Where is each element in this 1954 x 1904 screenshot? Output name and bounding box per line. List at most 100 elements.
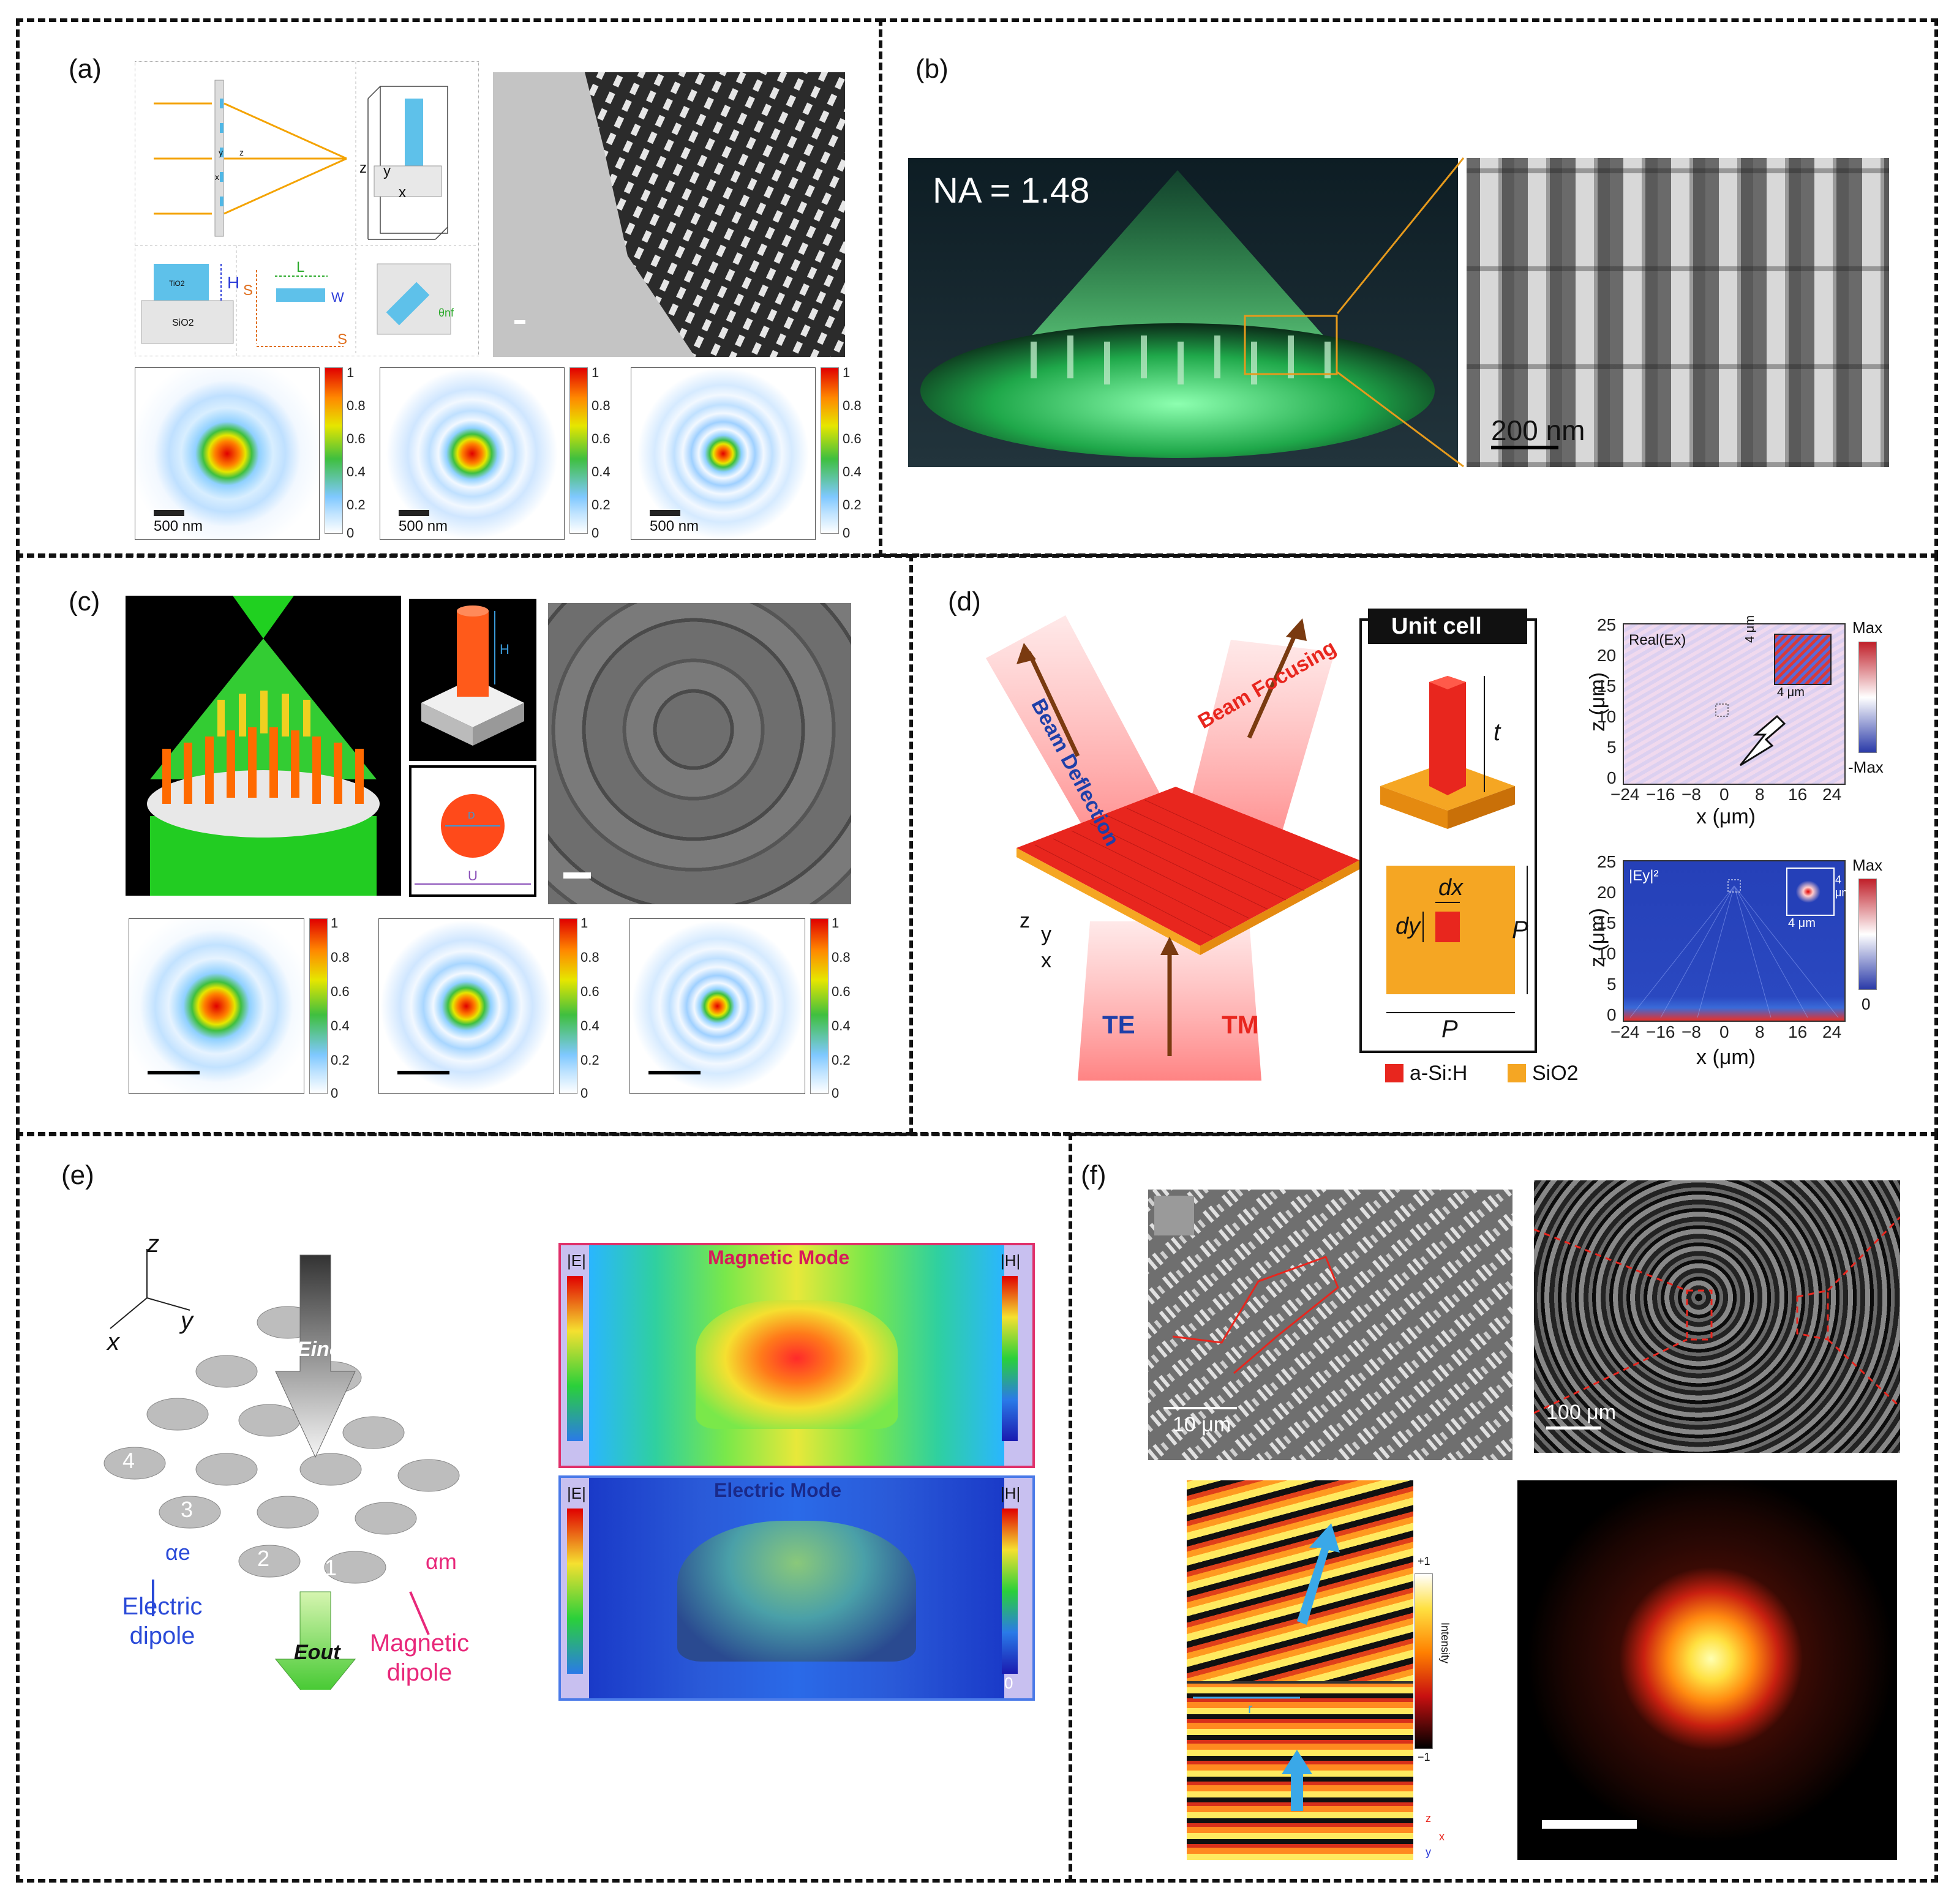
d-plot1-xlabel: x (μm) [1696, 805, 1756, 828]
f-scalebar [1542, 1820, 1637, 1829]
e-axis-x: x [107, 1329, 119, 1355]
panel-a-psf-map-1: 500 nm [135, 367, 320, 540]
c-colorbar-2 [559, 918, 577, 1094]
f-axis-x: x [1439, 1831, 1445, 1843]
a-colorbar-2 [569, 367, 588, 534]
panel-c-pillar-3d: H [409, 599, 536, 761]
e-num-4: 4 [122, 1448, 135, 1473]
a-s2-label: S [337, 331, 348, 348]
d-plot1-title: Real(Ex) [1629, 632, 1686, 648]
f-axis-z: z [1426, 1812, 1431, 1824]
d-plot2-colorbar [1858, 879, 1877, 990]
a-w-label: W [331, 290, 344, 305]
d-dy-label: dy [1396, 913, 1421, 939]
a-s1-label: S [243, 282, 254, 299]
a-y-label: y [219, 148, 223, 157]
a-theta-label: θnf [438, 307, 454, 319]
a-axx-label: x [399, 184, 406, 201]
c-colorbar-1 [309, 918, 328, 1094]
d-plot1: Real(Ex) 4 μm 4 μm [1623, 615, 1846, 785]
panel-c-psf-map-2 [378, 918, 554, 1094]
panel-d-label: (d) [948, 587, 981, 617]
f-field-map: r [1187, 1480, 1413, 1860]
panel-a-psf-map-2: 500 nm [380, 367, 565, 540]
panel-a-psf-map-3: 500 nm [631, 367, 816, 540]
c-u-label: U [468, 868, 478, 883]
e-magnetic-mode-map: Magnetic Mode |E| |H| [558, 1243, 1035, 1468]
d-plot2-xlabel: x (μm) [1696, 1046, 1756, 1069]
b-scalebar [1491, 446, 1558, 449]
d-plot1-inset [1774, 634, 1832, 685]
e-alpha-e: αe [165, 1540, 190, 1565]
panel-b-label: (b) [915, 54, 949, 84]
e-axis-y: y [181, 1307, 193, 1334]
e-mag-mode-title: Magnetic Mode [708, 1246, 850, 1269]
a-scalebar-2 [399, 510, 429, 516]
c-scalebar-2 [397, 1071, 449, 1074]
e-electric-dipole: Electric dipole [122, 1593, 203, 1649]
panel-d-schematic: Beam Deflection Beam Focusing TE TM z y … [955, 603, 1384, 1093]
d-p2-label: P [1441, 1016, 1458, 1043]
a-scale-3: 500 nm [650, 518, 699, 534]
d-legend-asih-swatch [1385, 1064, 1403, 1082]
e-num-1: 1 [325, 1555, 337, 1580]
d-plot2: |Ey|² 4 μm 4 μm [1623, 860, 1851, 1022]
e-elec-e-label: |E| [567, 1484, 586, 1502]
d-plot2-cmin: 0 [1862, 995, 1871, 1013]
c-scalebar-1 [148, 1071, 200, 1074]
f-intensity-colorbar [1415, 1573, 1433, 1749]
d-plot2-inset-h: 4 μm [1835, 874, 1851, 899]
e-elec-mode-title: Electric Mode [714, 1479, 842, 1501]
d-plot1-inset-w: 4 μm [1777, 686, 1805, 699]
e-mag-e-label: |E| [567, 1251, 586, 1270]
f-cbar-plus1: +1 [1418, 1555, 1430, 1567]
a-h-label: H [227, 273, 240, 292]
panel-a-schematic: H W L S S TiO2 SiO2 θnf x y z z y x [135, 61, 479, 356]
d-plot2-inset [1786, 868, 1835, 916]
d-plot2-title: |Ey|² [1629, 868, 1659, 884]
d-plot1-cmax: Max [1852, 618, 1883, 637]
d-p1-label: P [1512, 916, 1528, 943]
e-num-2: 2 [257, 1546, 270, 1571]
a-scalebar-1 [154, 510, 184, 516]
f-axis-y: y [1426, 1846, 1431, 1858]
panel-f-label: (f) [1081, 1160, 1107, 1190]
e-num-3: 3 [181, 1497, 194, 1522]
panel-c-pillar-top: D U [409, 765, 536, 897]
e-alpha-m: αm [426, 1549, 457, 1574]
d-axis-x: x [1041, 949, 1051, 972]
panel-a-label: (a) [69, 54, 102, 84]
a-scale-2: 500 nm [399, 518, 448, 534]
b-scale: 200 nm [1491, 414, 1585, 446]
panel-a-sem-image [493, 72, 845, 357]
d-legend-sio2-swatch [1508, 1064, 1526, 1082]
e-mag-h-label: |H| [1001, 1251, 1021, 1270]
panel-b-sem-image: 200 nm [1467, 158, 1889, 467]
e-electric-mode-map: Electric Mode |E| |H| 0 [558, 1475, 1035, 1701]
panel-e-schematic: z x y Einc Eout 1 2 3 4 αe αm Electric d… [86, 1231, 527, 1709]
d-plot2-cmax: Max [1852, 856, 1883, 874]
a-l-label: L [296, 259, 305, 275]
c-scalebar [563, 872, 591, 879]
d-te-label: TE [1102, 1010, 1135, 1039]
d-legend-asih: a-Si:H [1410, 1062, 1468, 1085]
panel-b-render-image: NA = 1.48 [908, 158, 1458, 467]
d-tm-label: TM [1222, 1010, 1259, 1039]
e-elec-h-label: |H| [1001, 1484, 1021, 1502]
b-zoom-lines [1336, 157, 1465, 468]
c-d-label: D [468, 811, 475, 821]
panel-c-render-image [126, 596, 401, 896]
d-axis-y: y [1041, 923, 1051, 946]
f-scale-2: 100 μm [1546, 1401, 1617, 1424]
f-intensity-label: Intensity [1439, 1622, 1451, 1664]
e-elec-zero: 0 [1004, 1674, 1013, 1692]
panel-c-sem-image [548, 603, 851, 904]
d-t-label: t [1494, 719, 1501, 746]
f-focal-spot [1517, 1480, 1897, 1860]
a-sio2-label: SiO2 [172, 318, 194, 328]
b-na-label: NA = 1.48 [933, 171, 1090, 211]
panel-e-label: (e) [61, 1160, 94, 1190]
d-legend-sio2: SiO2 [1532, 1062, 1579, 1085]
e-einc-label: Einc [297, 1338, 341, 1361]
a-axz-label: z [359, 160, 367, 176]
